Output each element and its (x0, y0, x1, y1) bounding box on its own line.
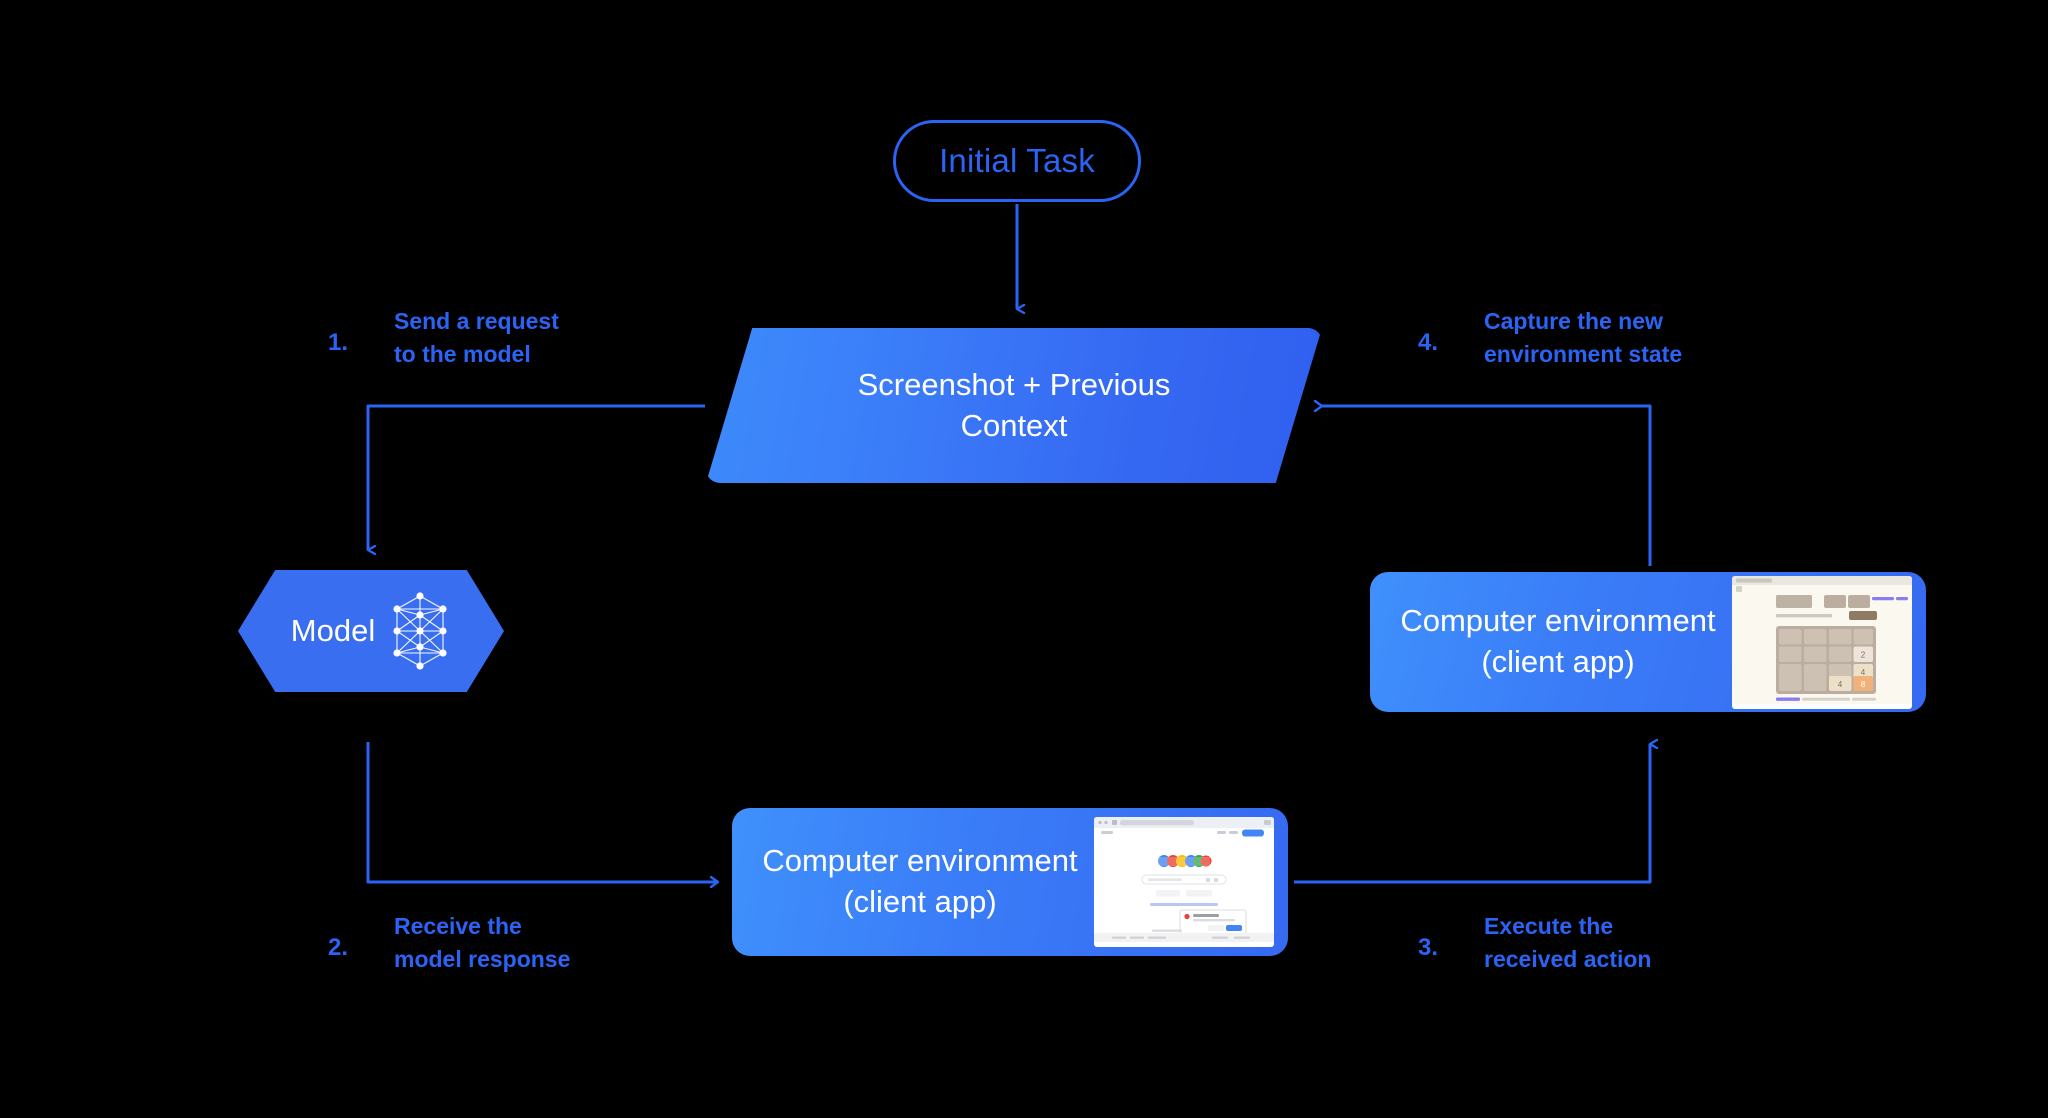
step-1-number: 1. (328, 329, 349, 356)
env-right-thumbnail: 2 4 4 8 (1732, 575, 1912, 709)
step-4-line2: environment state (1484, 341, 1683, 368)
step-4-line1: Capture the new (1484, 308, 1663, 334)
step-1-label: 1. Send a request to the model (328, 305, 559, 372)
screenshot-context-line2: Context (960, 407, 1068, 443)
step-3-number: 3. (1418, 934, 1439, 961)
svg-text:4: 4 (1838, 680, 1843, 689)
env-right-label: Computer environment (client app) (1370, 601, 1732, 683)
svg-text:2: 2 (1861, 650, 1866, 659)
svg-text:8: 8 (1861, 680, 1866, 689)
step-4-number: 4. (1418, 329, 1439, 356)
env-bottom-thumbnail (1094, 817, 1274, 947)
step-4-text: Capture the new environment state (1484, 305, 1682, 372)
step-2-line1: Receive the (394, 913, 522, 939)
arrow-step-4-env-right-to-context (1322, 406, 1652, 566)
step-2-label: 2. Receive the model response (328, 910, 570, 977)
step-3-line1: Execute the (1484, 913, 1614, 939)
step-2-number: 2. (328, 934, 349, 961)
neural-network-icon (393, 592, 447, 670)
env-bottom-line2: (client app) (843, 884, 997, 919)
step-3-line2: received action (1484, 946, 1652, 973)
step-4-label: 4. Capture the new environment state (1418, 305, 1682, 372)
arrow-step-2-model-to-env-bottom (366, 742, 718, 882)
google-search-screenshot-icon (1094, 817, 1274, 942)
step-1-line1: Send a request (394, 308, 559, 334)
env-bottom-label: Computer environment (client app) (732, 841, 1094, 923)
model-label: Model (290, 613, 376, 648)
step-1-text: Send a request to the model (394, 305, 559, 372)
initial-task-node: Initial Task (893, 120, 1141, 202)
step-3-text: Execute the received action (1484, 910, 1651, 977)
arrow-step-1-context-to-model (366, 404, 705, 550)
svg-text:4: 4 (1861, 668, 1866, 677)
step-1-line2: to the model (394, 341, 531, 368)
step-2-line2: model response (394, 946, 571, 973)
screenshot-context-label: Screenshot + Previous Context (798, 365, 1229, 446)
env-right-line2: (client app) (1481, 644, 1635, 679)
computer-environment-right-node: Computer environment (client app) (1370, 572, 1926, 712)
game-2048-screenshot-icon: 2 4 4 8 (1732, 575, 1912, 704)
screenshot-context-node: Screenshot + Previous Context (706, 328, 1322, 483)
step-3-label: 3. Execute the received action (1418, 910, 1651, 977)
model-node: Model (238, 570, 504, 692)
screenshot-context-line1: Screenshot + Previous (857, 367, 1171, 403)
computer-environment-bottom-node: Computer environment (client app) (732, 808, 1288, 956)
env-bottom-line1: Computer environment (762, 843, 1078, 879)
arrow-step-3-env-bottom-to-env-right (1294, 744, 1650, 884)
initial-task-label: Initial Task (939, 142, 1095, 179)
env-right-line1: Computer environment (1400, 603, 1716, 639)
step-2-text: Receive the model response (394, 910, 570, 977)
